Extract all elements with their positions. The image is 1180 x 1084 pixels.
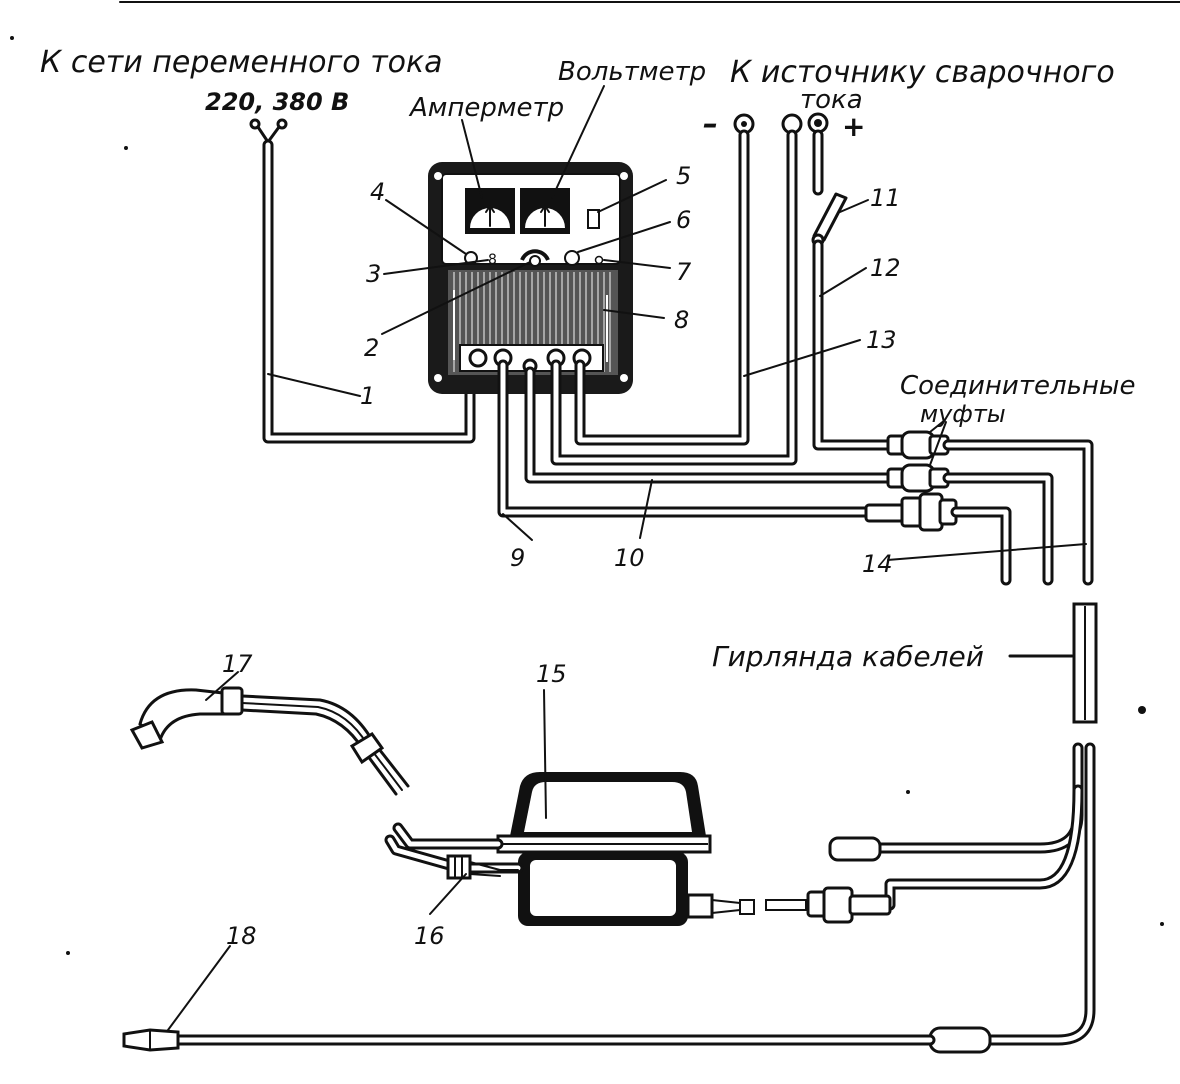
garland-segment bbox=[1072, 602, 1098, 724]
scan-specks bbox=[10, 36, 1164, 955]
couplings-label-line2: муфты bbox=[920, 400, 1006, 428]
callout-13: 13 bbox=[866, 326, 897, 354]
callout-2: 2 bbox=[364, 334, 379, 362]
leader-lines bbox=[167, 85, 1087, 1031]
source-label: К источнику сварочного bbox=[730, 55, 1115, 90]
connector-16 bbox=[446, 854, 519, 880]
callout-11: 11 bbox=[870, 184, 901, 212]
welding-torch-17 bbox=[129, 686, 410, 796]
callout-6: 6 bbox=[676, 206, 691, 234]
callout-14: 14 bbox=[862, 550, 893, 578]
coupling-feeder-top bbox=[828, 836, 882, 862]
garland-cable-c bbox=[950, 506, 1012, 586]
voltmeter-gauge bbox=[520, 188, 570, 234]
callout-5: 5 bbox=[676, 162, 691, 190]
callout-15: 15 bbox=[536, 660, 567, 688]
mains-voltage-label: 220, 380 В bbox=[205, 88, 349, 116]
callout-17: 17 bbox=[222, 650, 253, 678]
lamp-6 bbox=[564, 250, 580, 266]
plus-sign: + bbox=[842, 110, 865, 143]
voltmeter-label: Вольтметр bbox=[558, 57, 706, 87]
lamp-7 bbox=[594, 255, 604, 265]
control-box: 8 bbox=[428, 162, 633, 394]
callout-16: 16 bbox=[414, 922, 445, 950]
ammeter-label: Амперметр bbox=[408, 93, 564, 123]
gas-hose-11 bbox=[811, 192, 848, 247]
coupling-torch-cable bbox=[928, 1026, 992, 1054]
svg-text:8: 8 bbox=[488, 252, 497, 268]
source-label-line2: тока bbox=[800, 85, 863, 115]
callout-8: 8 bbox=[674, 306, 689, 334]
wire-feeder-15 bbox=[496, 772, 755, 926]
callout-1: 1 bbox=[360, 382, 375, 410]
minus-sign: – bbox=[703, 107, 718, 142]
ammeter-gauge bbox=[465, 188, 515, 234]
knob-2 bbox=[520, 249, 550, 261]
coupling-upper bbox=[886, 430, 950, 460]
callout-7: 7 bbox=[676, 258, 692, 286]
cable-garland-label: Гирлянда кабелей bbox=[712, 640, 984, 673]
mains-label: К сети переменного тока bbox=[40, 45, 443, 80]
callout-12: 12 bbox=[870, 254, 901, 282]
garland-cable-b bbox=[942, 472, 1054, 586]
feeder-cable-top bbox=[874, 742, 1084, 854]
coupling-middle bbox=[886, 463, 950, 493]
coupling-lower-14 bbox=[864, 492, 958, 532]
callout-4: 4 bbox=[370, 178, 385, 206]
callout-3: 3 bbox=[366, 260, 381, 288]
mains-plug bbox=[249, 118, 288, 144]
couplings-label: Соединительные bbox=[900, 371, 1135, 401]
coupling-feeder-bottom bbox=[765, 886, 892, 924]
callout-18: 18 bbox=[226, 922, 257, 950]
switch-5 bbox=[587, 209, 600, 229]
torch-tip-18 bbox=[122, 1028, 180, 1052]
callout-9: 9 bbox=[510, 544, 525, 572]
callout-10: 10 bbox=[614, 544, 645, 572]
